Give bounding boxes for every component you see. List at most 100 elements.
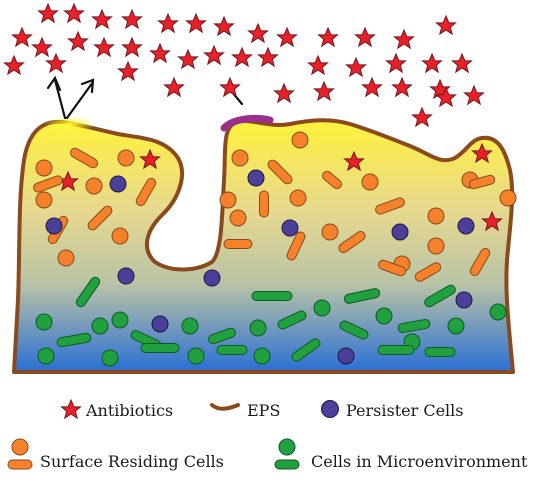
surface-cell <box>135 177 157 207</box>
micro-cell <box>343 288 381 304</box>
micro-cell <box>277 310 307 330</box>
persister-cell <box>337 347 355 365</box>
antibiotic-star-icon <box>91 8 113 30</box>
antibiotic-star-icon <box>313 80 335 102</box>
micro-cell <box>35 313 53 331</box>
micro-cell <box>111 311 129 329</box>
persister-cell <box>151 315 169 333</box>
legend-eps-label: EPS <box>247 401 280 420</box>
surface-cell <box>69 147 99 169</box>
enzyme-patch <box>220 114 274 132</box>
legend-persister: Persister Cells <box>321 400 464 420</box>
legend-eps: EPS <box>210 401 280 420</box>
surface-cell <box>499 189 517 207</box>
antibiotic-star-icon <box>203 44 225 66</box>
antibiotic-star-icon <box>60 398 82 420</box>
surface-cell <box>414 262 442 282</box>
surface-cell <box>378 259 406 277</box>
antibiotic-star-icon <box>354 26 376 48</box>
surface-cell <box>267 159 293 185</box>
surface-cell <box>427 237 445 255</box>
antibiotic-star-icon <box>121 8 143 30</box>
antibiotic-star-icon <box>157 12 179 34</box>
surface-cell <box>33 175 63 193</box>
persister-cell <box>45 217 63 235</box>
surface-cell <box>427 207 445 225</box>
antibiotic-star-icon <box>273 82 295 104</box>
persister-cell <box>109 175 127 193</box>
antibiotic-star-icon <box>63 2 85 24</box>
micro-cell <box>140 343 180 353</box>
antibiotic-star-icon <box>385 52 407 74</box>
surface-cell <box>375 197 405 215</box>
micro-cell <box>313 299 331 317</box>
tip-glow <box>44 116 96 132</box>
micro-cell <box>377 345 415 355</box>
legend-micro: Cells in Microenvironment <box>274 438 528 471</box>
surface-cell <box>469 247 491 277</box>
micro-cell <box>397 319 431 333</box>
surface-cell <box>259 190 269 218</box>
antibiotic-star-icon <box>435 14 457 36</box>
legend-micro-label: Cells in Microenvironment <box>311 452 528 471</box>
micro-cell <box>424 347 456 357</box>
surface-cell <box>35 159 53 177</box>
micro-cell <box>375 307 393 325</box>
surface-cell <box>111 227 129 245</box>
antibiotic-star-icon <box>391 76 413 98</box>
micro-cell <box>253 347 271 365</box>
micro-cell <box>56 332 92 348</box>
micro-cell <box>181 317 199 335</box>
release-arrows <box>46 75 244 120</box>
antibiotic-star-icon <box>307 54 329 76</box>
antibiotic-star-icon <box>257 46 279 68</box>
surface-cell-icon <box>7 438 33 470</box>
antibiotic-star-icon <box>177 48 199 70</box>
micro-cell <box>101 349 119 367</box>
antibiotic-star-icon <box>3 54 25 76</box>
persister-cell <box>457 217 475 235</box>
antibiotic-star-icon <box>463 84 485 106</box>
antibiotic-star-icon <box>67 30 89 52</box>
surface-cell <box>219 191 237 209</box>
surface-cell <box>338 230 366 254</box>
micro-cell <box>187 347 205 365</box>
legend: Antibiotics EPS Persister Cells Surface … <box>7 398 528 471</box>
antibiotic-star-icon <box>31 36 53 58</box>
antibiotic-star-icon <box>247 22 269 44</box>
legend-antibiotics-label: Antibiotics <box>85 401 173 420</box>
antibiotic-star-icon <box>149 42 171 64</box>
micro-cell <box>291 338 321 362</box>
antibiotic-star-icon <box>317 26 339 48</box>
antibiotic-star-icon <box>93 36 115 58</box>
surface-cell <box>229 209 247 227</box>
surface-cell <box>57 249 75 267</box>
micro-cell <box>251 291 293 301</box>
surface-cell <box>321 223 339 241</box>
antibiotic-star-icon <box>121 36 143 58</box>
surface-cell <box>289 189 307 207</box>
legend-surface: Surface Residing Cells <box>7 438 224 471</box>
antibiotic-star-icon <box>393 28 415 50</box>
surface-cell <box>361 173 379 191</box>
antibiotic-star-icon <box>421 52 443 74</box>
antibiotic-star-icon <box>117 60 139 82</box>
antibiotic-star-icon <box>213 15 235 37</box>
persister-cell <box>203 269 221 287</box>
antibiotic-star-icon <box>11 26 33 48</box>
micro-cell <box>75 276 101 308</box>
micro-cell <box>91 317 109 335</box>
legend-surface-label: Surface Residing Cells <box>40 452 224 471</box>
legend-persister-label: Persister Cells <box>346 401 464 420</box>
antibiotic-star-icon <box>411 106 433 128</box>
antibiotic-star-icon <box>276 26 298 48</box>
persister-cell <box>391 223 409 241</box>
antibiotic-star-icon <box>471 142 493 164</box>
eps-line-icon <box>210 403 240 411</box>
antibiotic-star-icon <box>435 86 457 108</box>
surface-cell <box>35 191 53 209</box>
surface-cell <box>286 231 306 261</box>
micro-cell <box>208 327 236 345</box>
surface-cell <box>322 170 342 190</box>
